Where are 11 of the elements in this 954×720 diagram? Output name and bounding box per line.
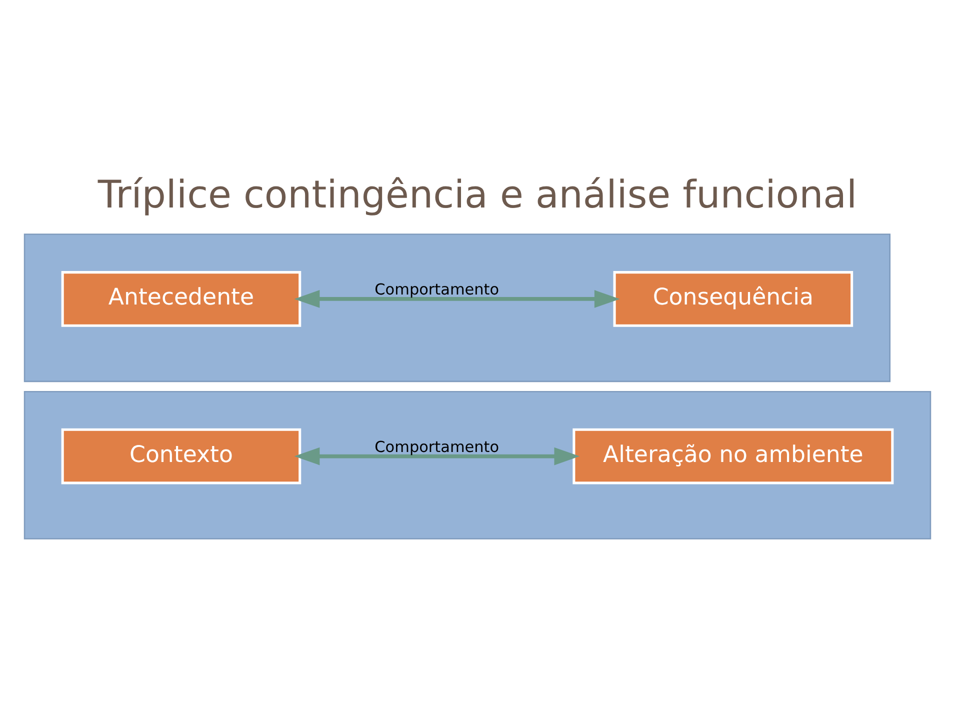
diagram-title: Tríplice contingência e análise funcional	[97, 172, 857, 216]
arrow	[294, 290, 620, 308]
edge-label: Comportamento	[374, 280, 499, 298]
node-box: Alteração no ambiente	[572, 428, 894, 484]
node-box: Antecedente	[60, 270, 301, 326]
node-box: Consequência	[612, 270, 853, 326]
edge-label: Comportamento	[374, 437, 499, 456]
cluster	[23, 233, 890, 382]
arrow	[294, 446, 580, 465]
cluster	[23, 390, 931, 539]
node-box: Contexto	[60, 428, 301, 484]
